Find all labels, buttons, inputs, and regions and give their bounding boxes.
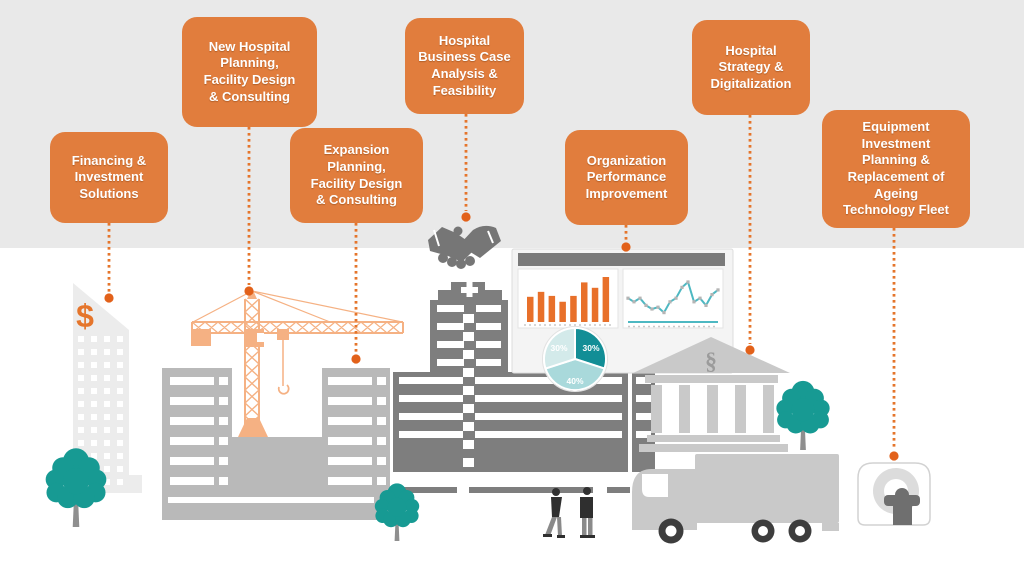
bar-chart-icon	[524, 277, 612, 326]
pie-label: 30%	[582, 343, 599, 353]
service-box-strategy: Hospital Strategy & Digitalization	[692, 20, 810, 115]
service-label: Equipment Investment Planning & Replacem…	[843, 119, 949, 218]
service-box-expansion: Expansion Planning, Facility Design & Co…	[290, 128, 423, 223]
service-label: Organization Performance Improvement	[585, 152, 668, 201]
service-box-equipment: Equipment Investment Planning & Replacem…	[822, 110, 970, 228]
service-box-financing: Financing & Investment Solutions	[50, 132, 168, 223]
handshake-icon	[428, 225, 501, 269]
construction-building	[162, 368, 390, 520]
service-box-new-hospital: New Hospital Planning, Facility Design &…	[182, 17, 317, 127]
person-walking	[543, 488, 565, 538]
service-label: Hospital Business Case Analysis & Feasib…	[418, 32, 511, 98]
medical-cross-icon	[461, 281, 478, 297]
person-standing	[580, 487, 595, 538]
service-label: New Hospital Planning, Facility Design &…	[203, 38, 296, 104]
pie-chart-icon	[542, 326, 608, 392]
dollar-sign-icon: $	[76, 298, 94, 334]
service-connectors	[107, 114, 896, 450]
line-chart-plot	[626, 280, 720, 315]
service-label: Hospital Strategy & Digitalization	[710, 42, 792, 91]
connector-dots	[104, 212, 899, 461]
crane-icon	[191, 288, 404, 437]
service-box-organization: Organization Performance Improvement	[565, 130, 688, 225]
paragraph-sign-icon: §	[705, 349, 717, 375]
bank-icon: §	[633, 337, 790, 452]
pie-label: 40%	[566, 376, 583, 386]
analytics-dashboard: 30% 40% 30%	[511, 248, 734, 392]
people-icon	[543, 487, 595, 538]
service-label: Expansion Planning, Facility Design & Co…	[310, 142, 403, 208]
line-chart-icon	[626, 280, 720, 328]
finance-tower-building: $	[73, 283, 142, 493]
truck-icon	[632, 454, 839, 544]
tree-icon	[776, 380, 830, 450]
pie-label: 30%	[550, 343, 567, 353]
service-box-business-case: Hospital Business Case Analysis & Feasib…	[405, 18, 524, 114]
service-label: Financing & Investment Solutions	[71, 152, 147, 201]
mri-scanner-icon	[857, 462, 931, 526]
bar-chart-bars	[527, 277, 610, 322]
